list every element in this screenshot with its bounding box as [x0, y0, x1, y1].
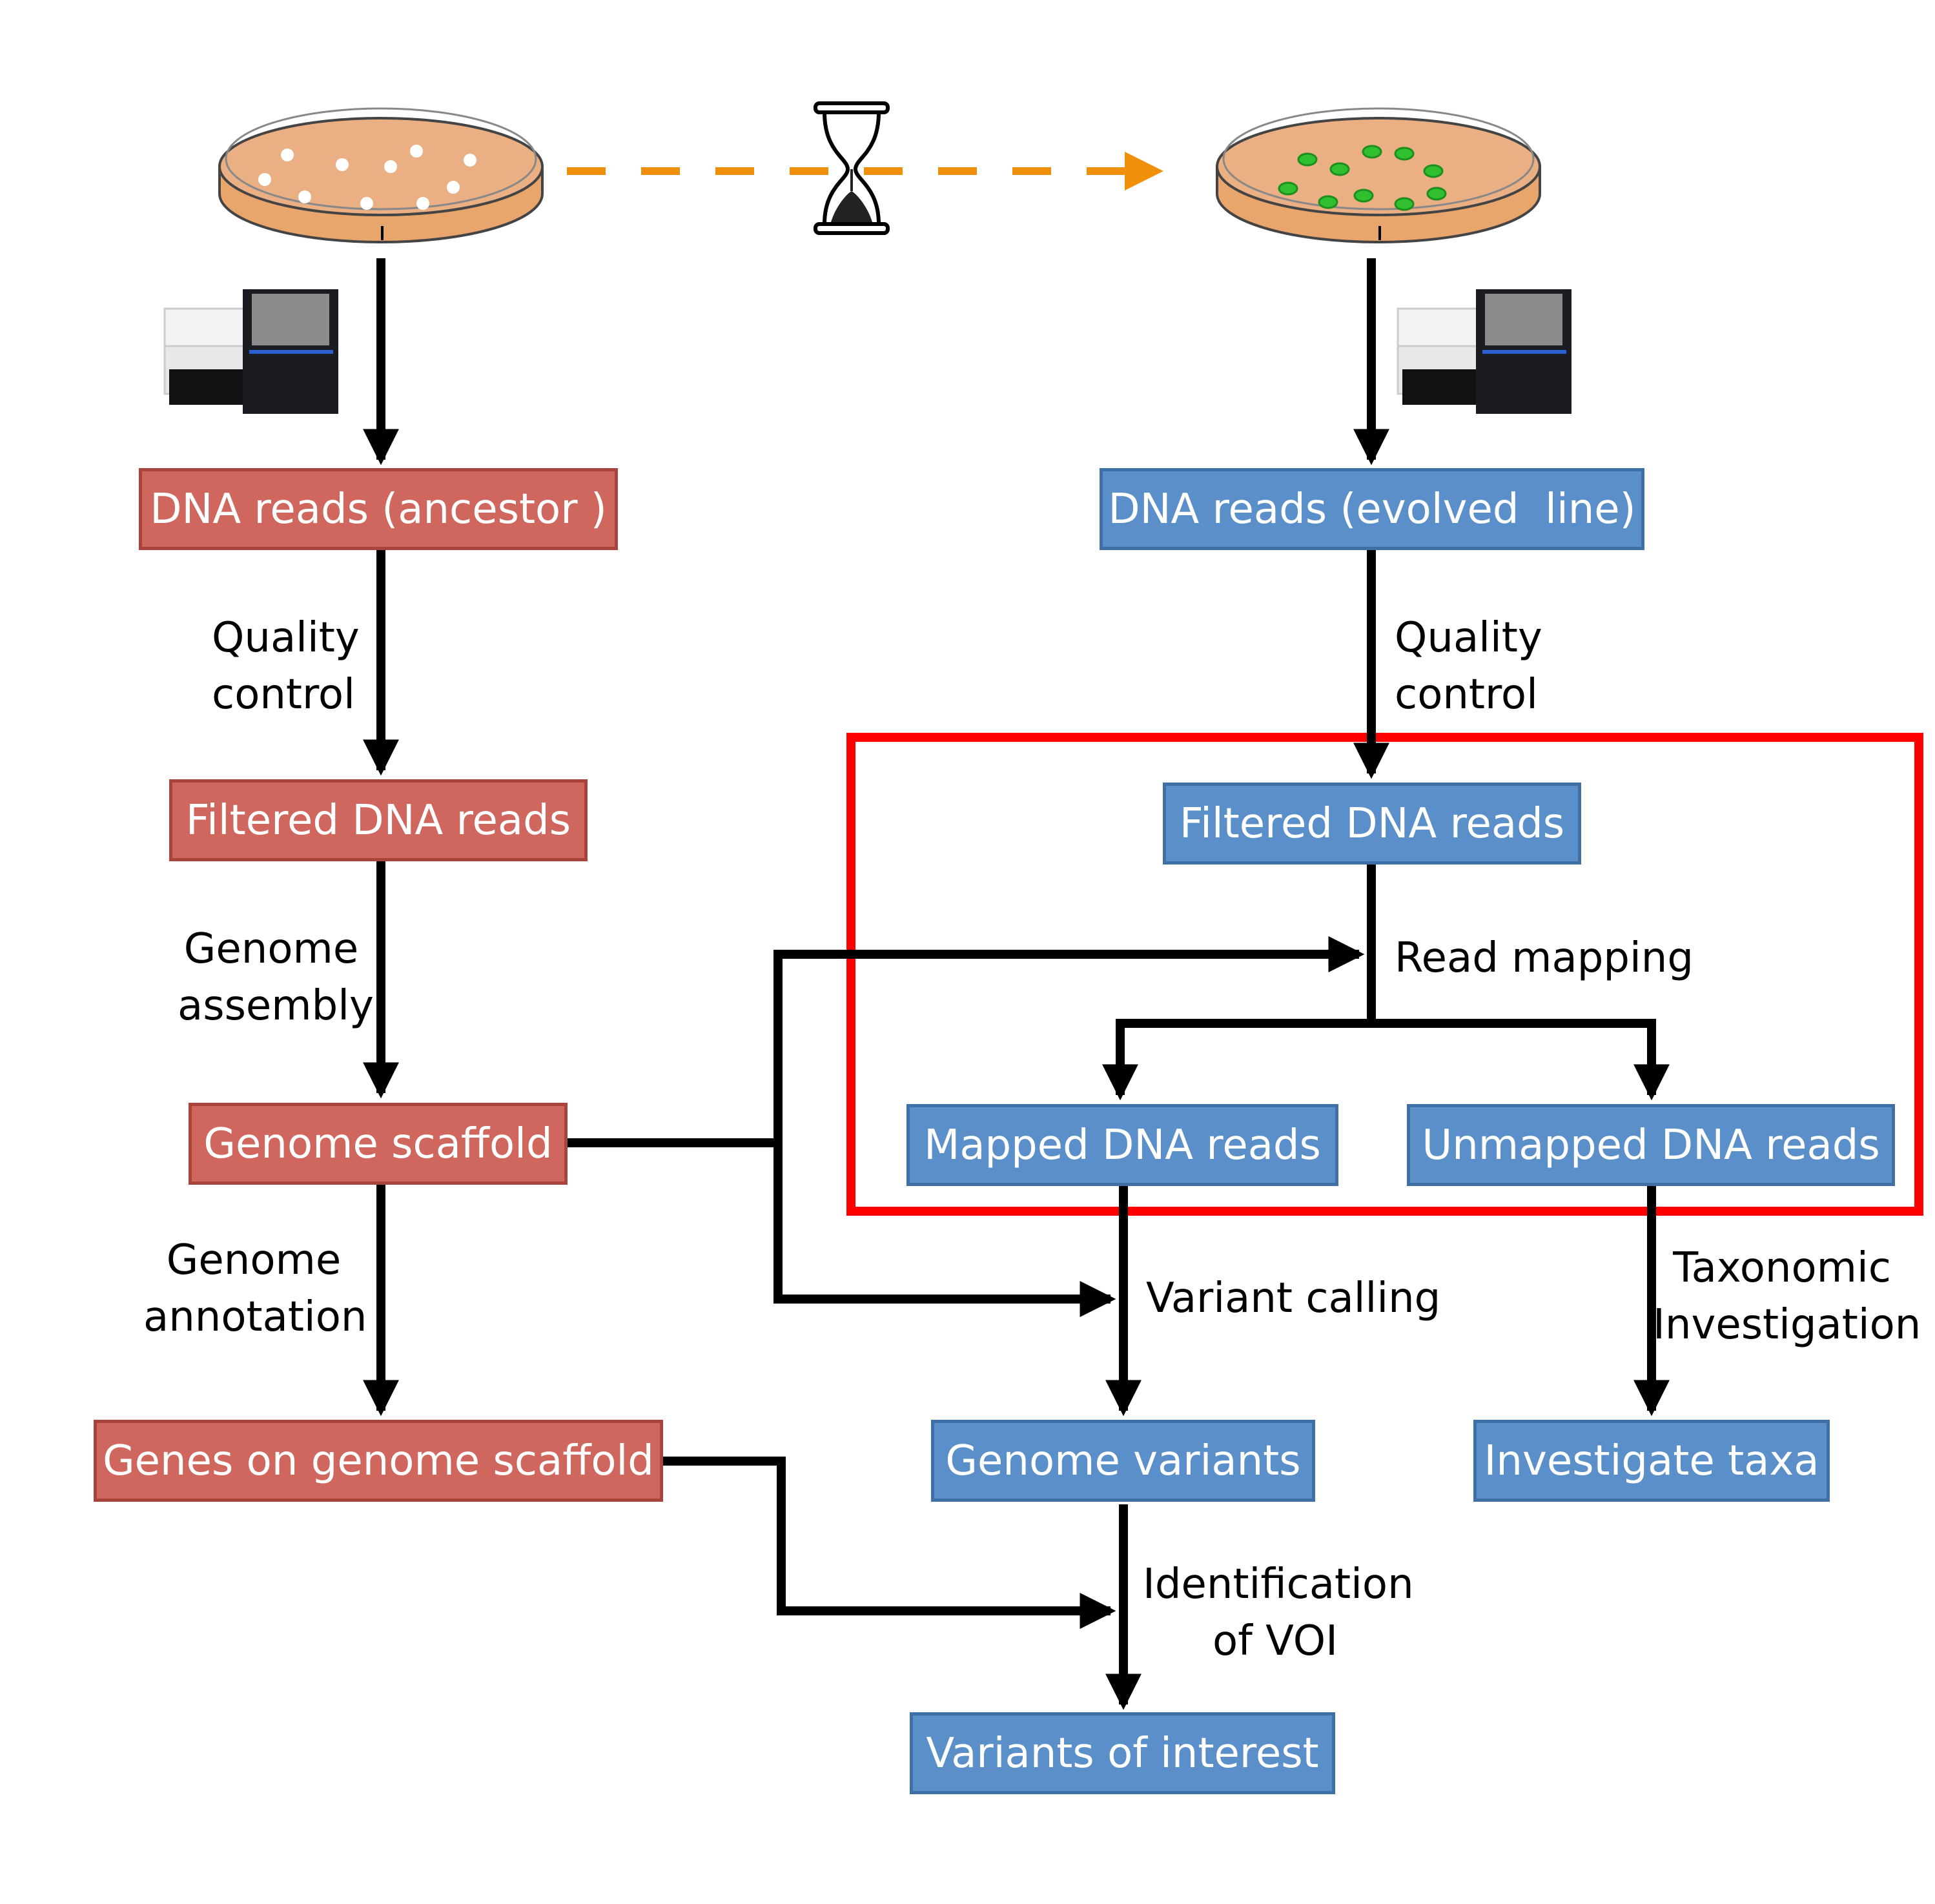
connectors	[363, 258, 1670, 1710]
ancestor-reads-label: DNA reads (ancestor )	[150, 485, 607, 533]
step-taxonomic-investigation: Taxonomic Investigation	[1653, 1244, 1921, 1349]
mapped-reads-box: Mapped DNA reads	[906, 1104, 1338, 1186]
evolved-reads-label: DNA reads (evolved line)	[1108, 485, 1636, 533]
highlight-frame	[846, 733, 1923, 1216]
ancestor-filtered-box: Filtered DNA reads	[169, 779, 588, 861]
genome-scaffold-label: Genome scaffold	[203, 1120, 553, 1168]
investigate-taxa-label: Investigate taxa	[1484, 1437, 1819, 1485]
genes-label: Genes on genome scaffold	[103, 1437, 654, 1485]
evolved-filtered-box: Filtered DNA reads	[1163, 783, 1581, 865]
unmapped-reads-box: Unmapped DNA reads	[1407, 1104, 1895, 1186]
variants-of-interest-label: Variants of interest	[926, 1729, 1319, 1777]
investigate-taxa-box: Investigate taxa	[1473, 1420, 1830, 1502]
step-quality-control-left: Quality control	[212, 614, 360, 719]
ancestor-reads-box: DNA reads (ancestor )	[139, 468, 618, 550]
evolved-filtered-label: Filtered DNA reads	[1179, 799, 1565, 848]
step-quality-control-right: Quality control	[1395, 614, 1542, 719]
step-variant-calling: Variant calling	[1146, 1274, 1441, 1322]
genome-scaffold-box: Genome scaffold	[189, 1103, 568, 1185]
step-read-mapping: Read mapping	[1395, 934, 1694, 982]
hourglass-icon	[814, 101, 890, 235]
ancestor-petri-dish-icon	[218, 107, 544, 243]
genome-variants-label: Genome variants	[945, 1437, 1301, 1485]
ancestor-filtered-label: Filtered DNA reads	[185, 796, 571, 845]
evolved-reads-box: DNA reads (evolved line)	[1100, 468, 1644, 550]
genome-variants-box: Genome variants	[931, 1420, 1315, 1502]
sequencer-icon	[1397, 289, 1572, 414]
step-genome-assembly: Genome assembly	[178, 925, 374, 1030]
sequencer-icon	[163, 289, 338, 414]
unmapped-reads-label: Unmapped DNA reads	[1422, 1121, 1880, 1169]
step-identification-of-voi: Identification of VOI	[1143, 1561, 1414, 1665]
step-genome-annotation: Genome annotation	[143, 1236, 367, 1341]
evolved-petri-dish-icon	[1216, 107, 1541, 243]
evolved-colonies	[1278, 145, 1447, 211]
genes-box: Genes on genome scaffold	[94, 1420, 663, 1502]
mapped-reads-label: Mapped DNA reads	[924, 1121, 1321, 1169]
variants-of-interest-box: Variants of interest	[910, 1712, 1335, 1794]
ancestor-colonies	[258, 145, 476, 210]
